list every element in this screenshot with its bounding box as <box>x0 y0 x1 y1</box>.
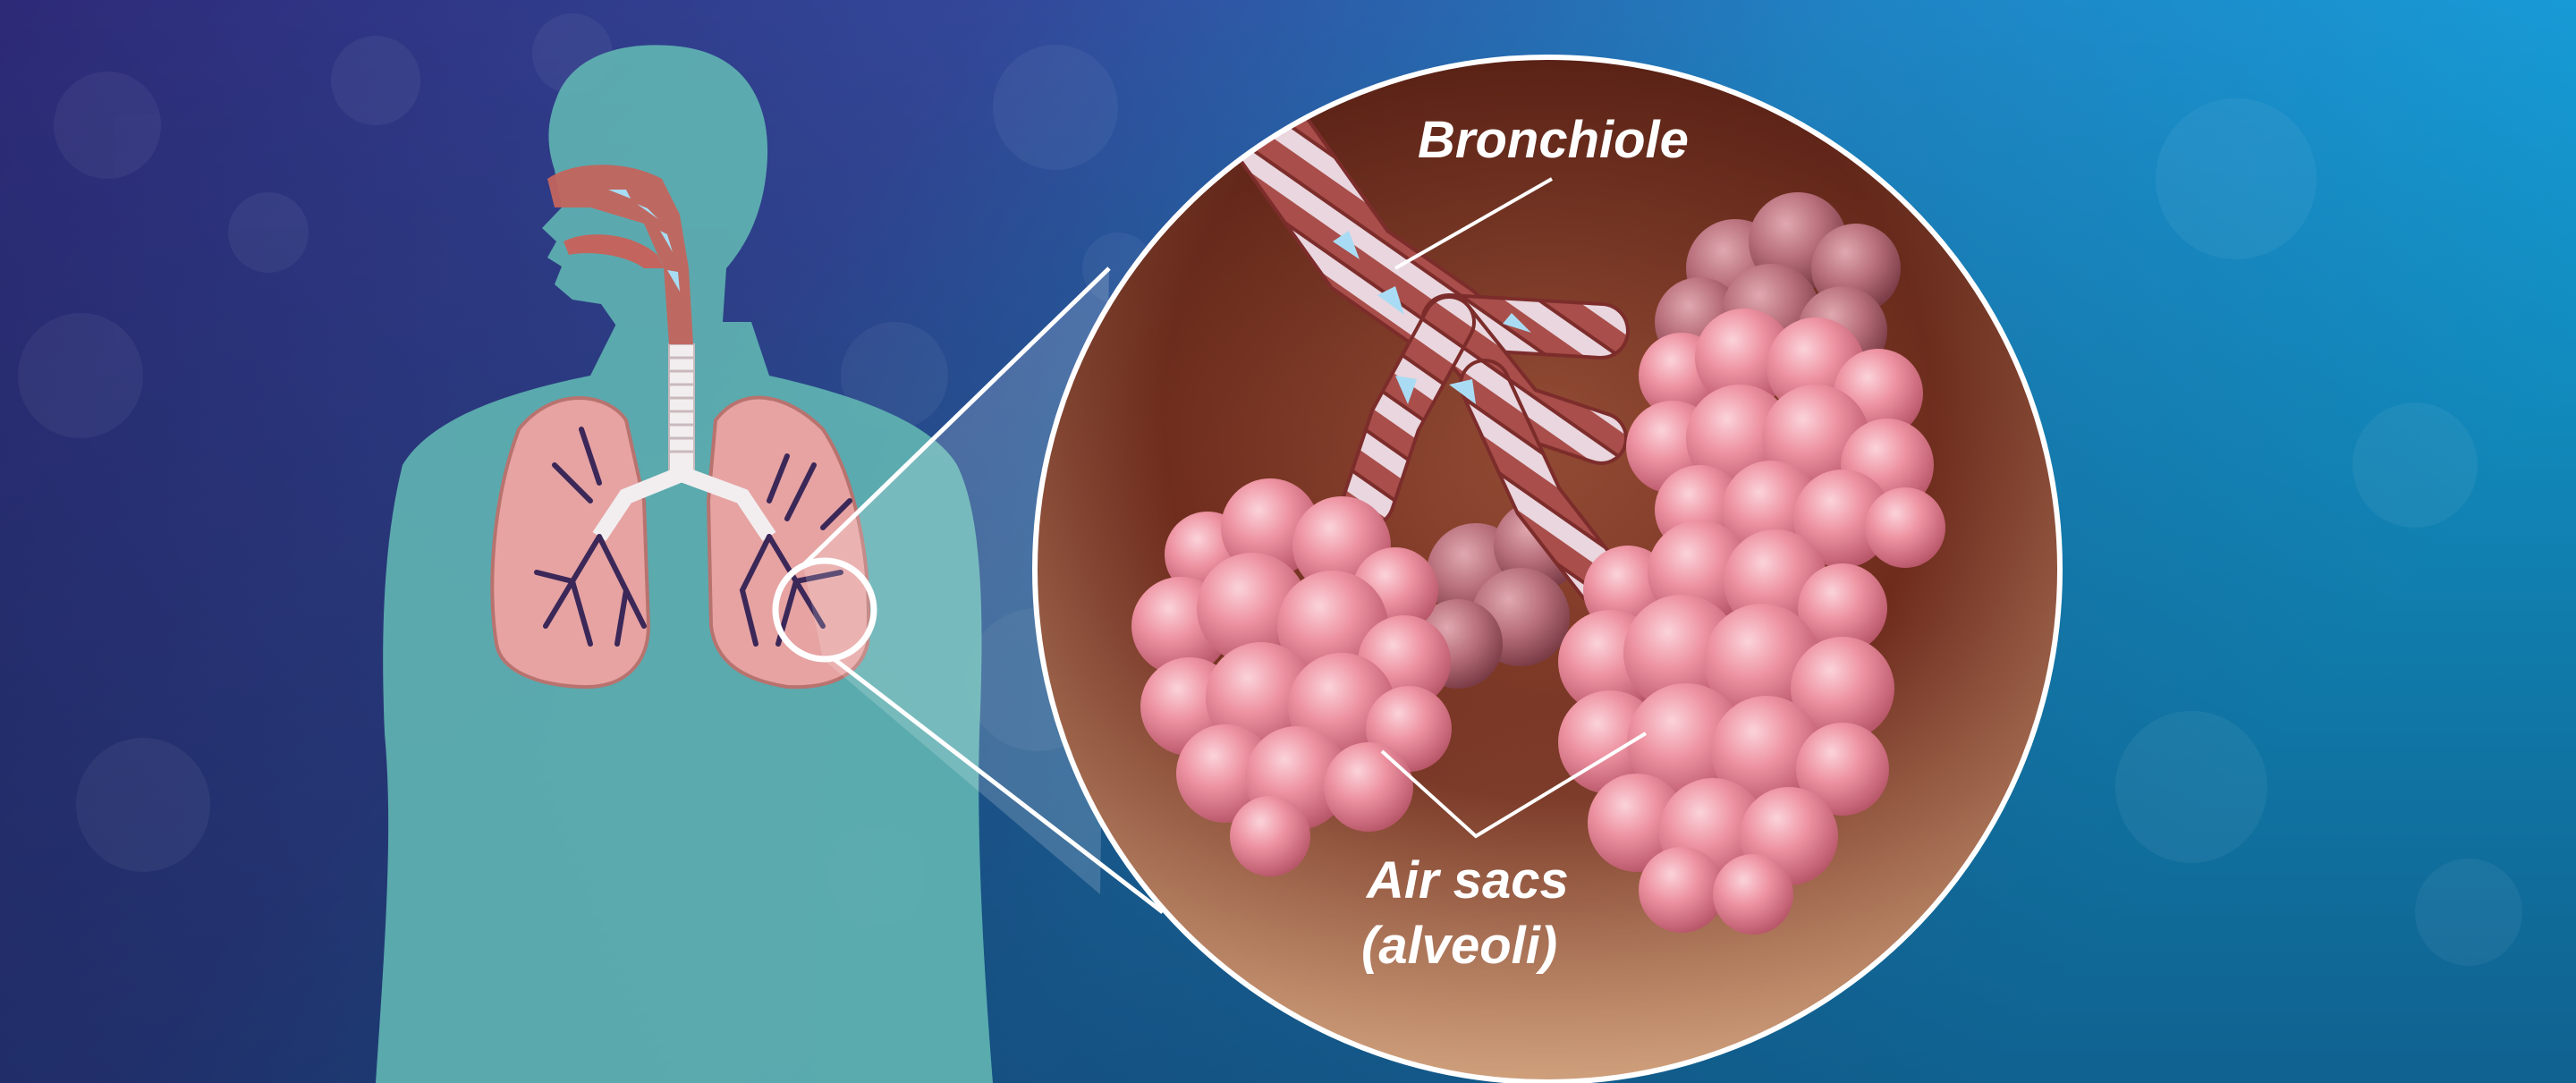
magnified-view <box>1032 55 2063 1083</box>
alveoli-cluster-lower-left <box>1131 478 1452 876</box>
magnification-connector <box>803 268 1109 894</box>
bronchiole-label: Bronchiole <box>1418 111 1689 169</box>
air-flow-arrows <box>1333 231 1531 404</box>
lungs-illustration <box>490 165 877 690</box>
air-sacs-label: Air sacs <box>1365 851 1569 910</box>
arrow-icon <box>608 190 680 292</box>
alveoli-label: (alveoli) <box>1361 917 1557 975</box>
callout-lines <box>1380 177 1648 839</box>
zoom-marker <box>772 557 877 663</box>
alveoli-cluster-upper-right <box>1626 309 1945 568</box>
alveoli-cluster-lower-right <box>1558 520 1894 935</box>
alveoli-cluster-back <box>1413 192 1901 689</box>
